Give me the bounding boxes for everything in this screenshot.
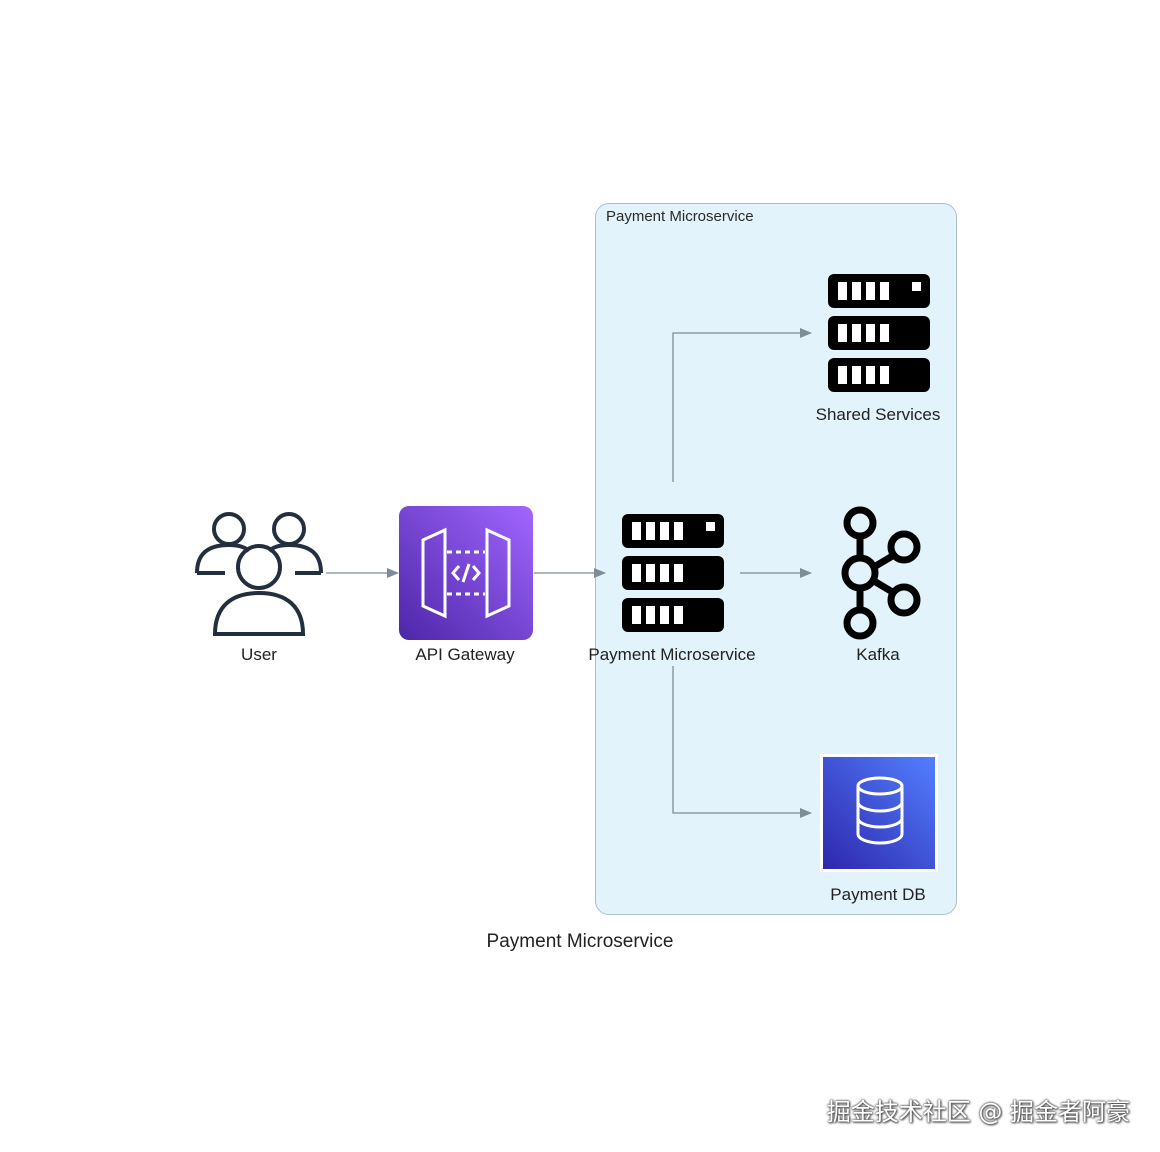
edge-payment-service-to-shared-services: [672, 328, 812, 482]
payment-service-label: Payment Microservice: [588, 645, 756, 664]
user-label: User: [241, 645, 277, 664]
api-gateway-icon: [399, 506, 533, 640]
watermark: 掘金技术社区 @ 掘金者阿豪: [826, 1098, 1130, 1126]
api-gateway-label: API Gateway: [415, 645, 515, 664]
database-icon: [820, 754, 938, 872]
diagram-caption: Payment Microservice: [486, 931, 674, 952]
cluster-label: Payment Microservice: [606, 208, 754, 225]
payment-db-label: Payment DB: [830, 885, 926, 904]
kafka-label: Kafka: [856, 645, 900, 664]
edge-payment-service-to-payment-db: [672, 666, 812, 818]
server-icon: [622, 514, 724, 632]
server-icon: [828, 274, 930, 392]
kafka-icon: [841, 506, 921, 640]
users-icon: [195, 512, 323, 636]
shared-services-label: Shared Services: [815, 405, 941, 424]
